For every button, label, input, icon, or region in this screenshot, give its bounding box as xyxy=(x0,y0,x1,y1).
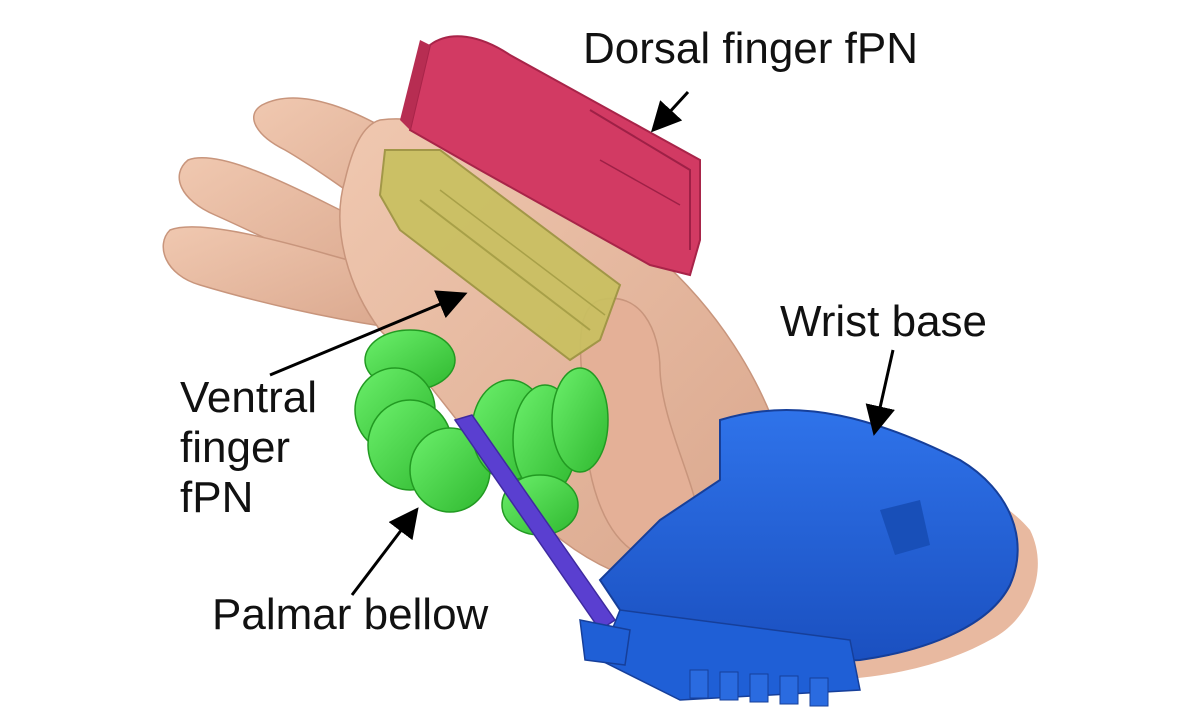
arrow-palmar xyxy=(350,507,419,596)
label-ventral-finger-fpn: Ventral finger fPN xyxy=(180,373,317,523)
annotation-arrows xyxy=(269,90,895,596)
arrow-ventral xyxy=(269,290,468,377)
label-ventral-line-1: Ventral xyxy=(180,373,317,422)
palmar-bellow xyxy=(354,329,609,536)
dorsal-finger-fpn xyxy=(400,35,701,277)
label-ventral-line-3: fPN xyxy=(180,473,254,522)
label-wrist-base: Wrist base xyxy=(780,297,988,346)
purple-strut xyxy=(453,414,617,632)
arrow-wrist xyxy=(865,349,895,436)
label-dorsal-finger-fpn: Dorsal finger fPN xyxy=(583,24,919,73)
label-ventral-line-2: finger xyxy=(180,423,291,472)
arrow-dorsal xyxy=(650,90,690,133)
label-palmar-bellow: Palmar bellow xyxy=(212,590,489,639)
wrist-base xyxy=(579,409,1019,707)
ventral-finger-fpn xyxy=(378,149,622,362)
